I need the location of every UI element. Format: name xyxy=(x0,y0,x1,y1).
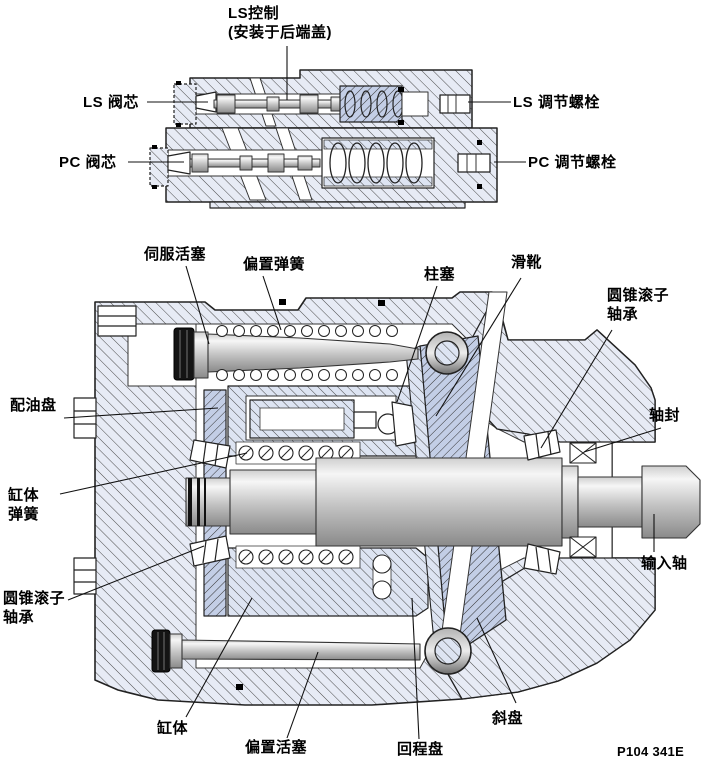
label-bearing-left: 圆锥滚子 轴承 xyxy=(3,590,66,626)
label-ls-spool: LS 阀芯 xyxy=(83,94,139,111)
label-bias-piston: 偏置活塞 xyxy=(245,739,308,756)
plunger-shape xyxy=(249,399,377,439)
label-slipper: 滑靴 xyxy=(511,254,543,271)
label-valve-plate: 配油盘 xyxy=(10,397,57,414)
label-plunger: 柱塞 xyxy=(424,266,456,283)
label-bias-spring: 偏置弹簧 xyxy=(243,256,306,273)
servo-piston-shape xyxy=(173,325,469,381)
label-cylinder-block: 缸体 xyxy=(157,720,189,737)
leader-lines xyxy=(59,46,662,740)
input-shaft-shape xyxy=(185,457,701,547)
bias-spring-coils xyxy=(216,325,398,381)
label-swashplate: 斜盘 xyxy=(492,710,524,727)
bias-piston-shape xyxy=(151,627,472,675)
retainer-guide xyxy=(372,554,392,600)
label-retainer-plate: 回程盘 xyxy=(397,741,444,758)
label-cylinder-spring: 缸体 弹簧 xyxy=(8,487,40,523)
pc-spool-drawing xyxy=(149,137,491,189)
label-ls-adjust: LS 调节螺栓 xyxy=(513,94,600,111)
shaft-seal-shapes xyxy=(569,442,597,558)
pump-oring-dots xyxy=(236,299,385,690)
tapered-roller-bearings xyxy=(189,429,561,575)
valve-oring-dots xyxy=(152,81,482,189)
housing-bolts xyxy=(73,305,137,595)
label-bearing-right: 圆锥滚子 轴承 xyxy=(607,287,670,323)
slipper-shape xyxy=(391,401,417,447)
pc-spring-coils xyxy=(329,142,423,184)
label-pc-spool: PC 阀芯 xyxy=(59,154,117,171)
label-input-shaft: 输入轴 xyxy=(641,555,688,572)
label-pc-adjust: PC 调节螺栓 xyxy=(528,154,617,171)
label-ls-control: LS控制 (安装于后端盖) xyxy=(228,5,332,41)
ls-spool-drawing xyxy=(173,83,471,125)
cylinder-spring-lower xyxy=(235,545,361,569)
control-valve-assembly-drawing xyxy=(149,69,498,209)
label-shaft-seal: 轴封 xyxy=(649,407,681,424)
label-servo-piston: 伺服活塞 xyxy=(144,246,207,263)
pump-body-drawing xyxy=(73,291,701,706)
figure-code: P104 341E xyxy=(617,744,685,759)
